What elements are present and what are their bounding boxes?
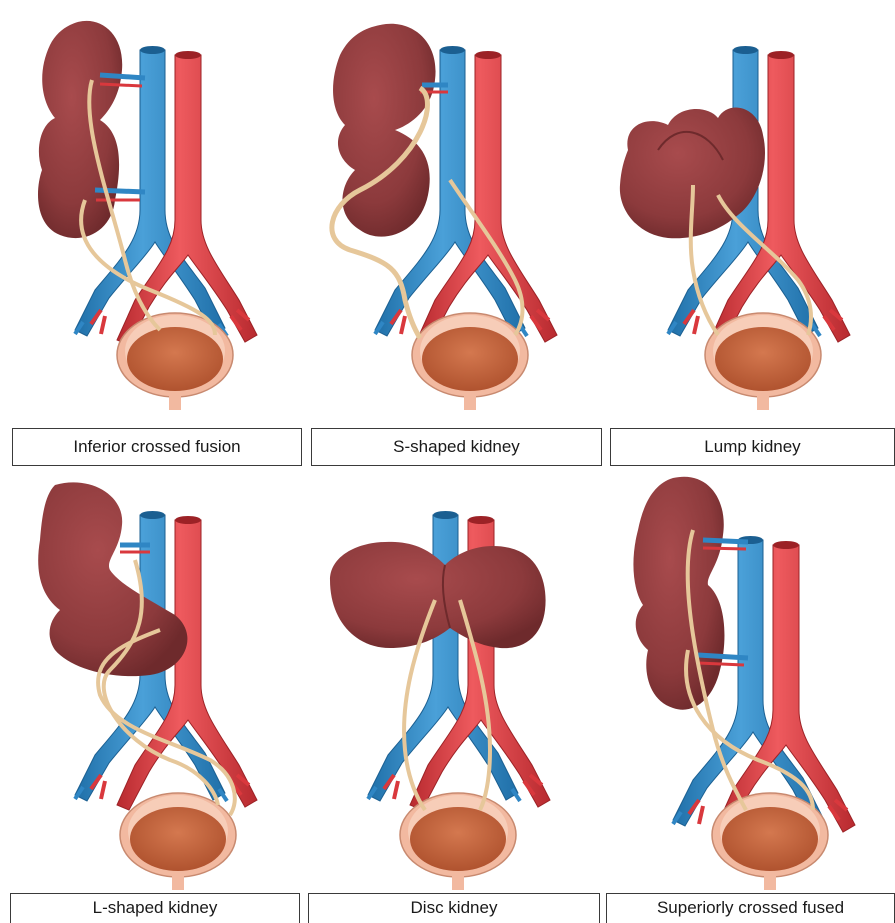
panel-disc-kidney (300, 470, 598, 890)
lump-kidney-illustration (598, 0, 895, 420)
panel-label-disc-kidney: Disc kidney (308, 893, 600, 923)
panel-label-l-shaped-kidney: L-shaped kidney (10, 893, 300, 923)
l-shaped-kidney-illustration (0, 470, 298, 890)
panel-label-s-shaped-kidney: S-shaped kidney (311, 428, 602, 466)
inferior-crossed-fusion-illustration (0, 0, 298, 420)
panel-superiorly-crossed-fused (598, 470, 895, 890)
panel-l-shaped-kidney (0, 470, 298, 890)
panel-lump-kidney (598, 0, 895, 420)
panel-label-lump-kidney: Lump kidney (610, 428, 895, 466)
s-shaped-kidney-illustration (300, 0, 598, 420)
panel-label-inferior-crossed-fusion: Inferior crossed fusion (12, 428, 302, 466)
panel-s-shaped-kidney (300, 0, 598, 420)
disc-kidney-illustration (300, 470, 598, 890)
panel-label-superiorly-crossed-fused: Superiorly crossed fused (606, 893, 895, 923)
superiorly-crossed-fused-illustration (598, 470, 895, 890)
panel-inferior-crossed-fusion (0, 0, 298, 420)
